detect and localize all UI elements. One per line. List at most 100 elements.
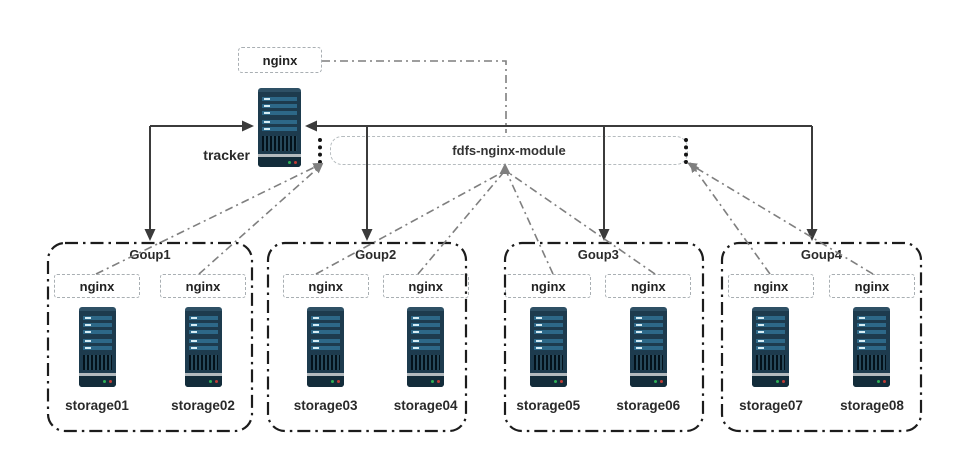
storage-label: storage07: [739, 398, 803, 413]
server-drive-bays: [82, 316, 112, 353]
storage-server-icon: [307, 298, 345, 387]
server-drive-bays: [188, 316, 218, 353]
server-base: [184, 376, 222, 387]
server-drive-bays: [262, 97, 297, 134]
server-icon: [78, 307, 116, 387]
nginx-label: nginx: [854, 278, 890, 294]
group-label: Goup2: [355, 247, 397, 262]
nginx-label: nginx: [530, 278, 566, 294]
storage-group: Goup1 nginx storage01 nginx: [48, 243, 252, 431]
red-led-icon: [659, 380, 663, 383]
storage-node: nginx storage04: [382, 274, 469, 413]
storage-server-icon: [752, 298, 790, 387]
storage-node: nginx storage02: [160, 274, 246, 413]
server-drive-bays: [756, 316, 786, 353]
group-columns: nginx storage01 nginx: [54, 274, 246, 413]
server-icon: [853, 307, 891, 387]
storage-node: nginx storage06: [605, 274, 692, 413]
storage-label: storage05: [516, 398, 581, 413]
storage-server-icon: [78, 298, 116, 387]
module-right-connector-coil: [684, 138, 688, 164]
line-nginx-to-module: [322, 60, 507, 133]
group-label: Goup1: [129, 247, 171, 262]
red-led-icon: [559, 380, 563, 383]
group-label: Goup4: [800, 247, 843, 262]
server-icon: [629, 307, 667, 387]
storage-node: nginx storage08: [828, 274, 915, 413]
server-drive-bays: [533, 316, 563, 353]
nginx-box: nginx: [382, 274, 469, 298]
storage-label: storage06: [616, 398, 681, 413]
green-led-icon: [331, 380, 335, 383]
group-columns: nginx storage05 nginx: [505, 274, 692, 413]
nginx-label: nginx: [408, 278, 443, 294]
top-nginx-label: nginx: [262, 52, 298, 68]
nginx-box: nginx: [605, 274, 692, 298]
server-drive-bays: [857, 316, 887, 353]
group-label: Goup3: [577, 247, 619, 262]
red-led-icon: [437, 380, 441, 383]
storage-server-icon: [629, 298, 667, 387]
nginx-label: nginx: [79, 278, 115, 294]
storage-node: nginx storage03: [282, 274, 369, 413]
storage-group: Goup3 nginx storage05 nginx: [499, 243, 697, 431]
server-drive-bays: [633, 316, 663, 353]
server-base: [853, 376, 891, 387]
server-base: [407, 376, 445, 387]
storage-node: nginx storage01: [54, 274, 140, 413]
server-vent-grille: [188, 355, 218, 370]
storage-label: storage02: [171, 398, 235, 413]
server-icon: [529, 307, 567, 387]
red-led-icon: [294, 160, 297, 164]
server-vent-grille: [82, 355, 112, 370]
nginx-label: nginx: [308, 278, 343, 294]
storage-server-icon: [407, 298, 445, 387]
storage-node: nginx storage07: [727, 274, 814, 413]
group-columns: nginx storage07 nginx: [727, 274, 915, 413]
green-led-icon: [653, 380, 657, 383]
green-led-icon: [776, 380, 780, 383]
server-vent-grille: [411, 355, 441, 370]
storage-label: storage01: [65, 398, 129, 413]
server-icon: [258, 88, 301, 167]
storage-group: Goup2 nginx storage03 nginx: [277, 243, 475, 431]
storage-group: Goup4 nginx storage07 nginx: [722, 243, 921, 431]
server-icon: [752, 307, 790, 387]
storage-label: storage03: [293, 398, 358, 413]
server-base: [78, 376, 116, 387]
nginx-box: nginx: [282, 274, 369, 298]
red-led-icon: [337, 380, 341, 383]
server-vent-grille: [262, 136, 297, 151]
green-led-icon: [877, 380, 881, 383]
nginx-box: nginx: [505, 274, 592, 298]
storage-server-icon: [853, 298, 891, 387]
server-trim-band: [258, 154, 301, 157]
fdfs-nginx-module-label: fdfs-nginx-module: [452, 143, 566, 158]
nginx-box: nginx: [160, 274, 246, 298]
server-base: [629, 376, 667, 387]
green-led-icon: [208, 380, 212, 383]
storage-node: nginx storage05: [505, 274, 592, 413]
nginx-box: nginx: [727, 274, 814, 298]
server-icon: [307, 307, 345, 387]
server-base: [307, 376, 345, 387]
server-vent-grille: [533, 355, 563, 370]
green-led-icon: [553, 380, 557, 383]
server-base: [529, 376, 567, 387]
red-led-icon: [108, 380, 112, 383]
nginx-label: nginx: [753, 278, 789, 294]
server-base: [258, 157, 301, 167]
nginx-box: nginx: [828, 274, 915, 298]
nginx-label: nginx: [630, 278, 666, 294]
tracker-server-icon: [258, 88, 301, 167]
server-drive-bays: [411, 316, 441, 353]
groups-row: Goup1 nginx storage01 nginx: [48, 243, 921, 431]
storage-label: storage08: [840, 398, 904, 413]
green-led-icon: [431, 380, 435, 383]
fdfs-nginx-module-box: fdfs-nginx-module: [330, 136, 688, 165]
nginx-box: nginx: [54, 274, 140, 298]
server-icon: [407, 307, 445, 387]
green-led-icon: [102, 380, 106, 383]
red-led-icon: [883, 380, 887, 383]
